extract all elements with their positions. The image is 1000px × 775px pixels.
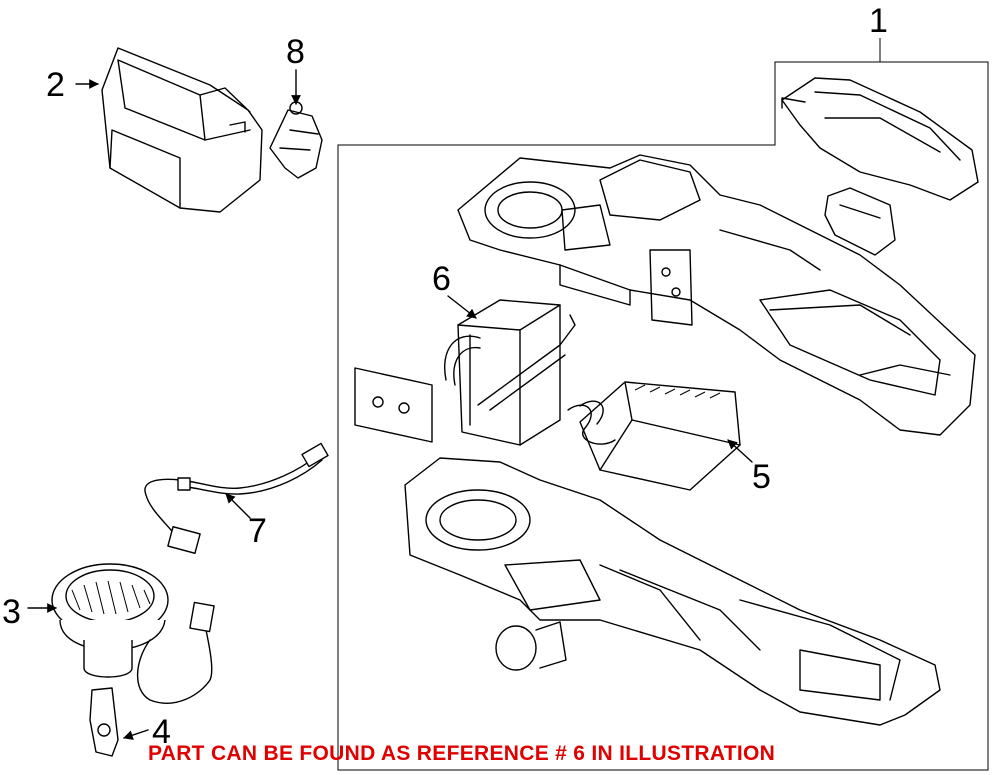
wiring-harness	[144, 442, 329, 554]
callout-7: 7	[248, 512, 267, 550]
top-cover	[781, 77, 979, 201]
callout-5: 5	[752, 458, 771, 496]
blower-clip	[89, 687, 119, 757]
blower-motor	[51, 563, 215, 704]
reference-note: PART CAN BE FOUND AS REFERENCE # 6 IN IL…	[148, 742, 776, 765]
callout-6: 6	[432, 260, 451, 298]
assembly-outline	[337, 61, 989, 771]
callout-2: 2	[46, 66, 65, 104]
blower-housing	[101, 47, 263, 213]
blower-resistor	[269, 101, 323, 179]
callout-8: 8	[286, 33, 305, 71]
mode-actuator	[824, 187, 896, 256]
leader-lines	[27, 38, 881, 740]
evaporator-core	[444, 299, 576, 446]
callout-4: 4	[152, 713, 171, 751]
upper-case-housing	[457, 154, 976, 436]
lower-case-housing	[404, 457, 941, 726]
evaporator-gasket	[354, 367, 433, 443]
callout-1: 1	[869, 2, 888, 40]
callout-3: 3	[2, 593, 21, 631]
heater-core	[567, 381, 741, 491]
callout-labels: 1 2 8 6 5 7 3 4	[2, 2, 888, 751]
